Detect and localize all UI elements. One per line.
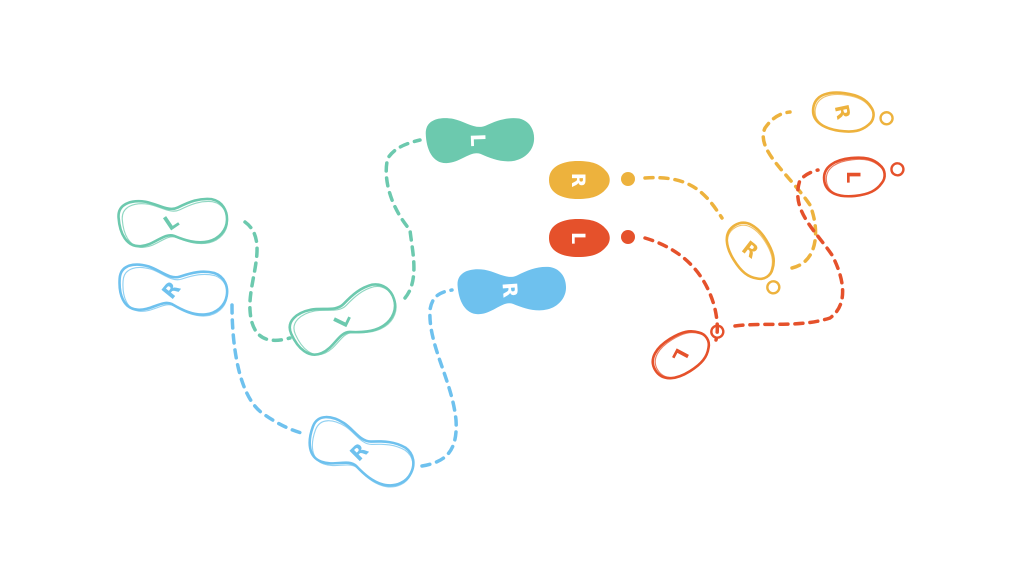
- yellow-step-path: [643, 110, 818, 270]
- blue-right-footprint-outline: R: [116, 262, 230, 319]
- green-left-footprint-outline: L: [283, 274, 404, 363]
- footprint-label: R: [737, 237, 762, 264]
- footprint-label: R: [497, 281, 522, 298]
- green-left-footprint-solid: L: [425, 114, 535, 165]
- green-left-footprint-outline: L: [116, 193, 230, 250]
- footprint-label: R: [567, 173, 589, 188]
- yellow-right-heelprint-outline: R: [809, 87, 894, 137]
- footprint-label: L: [159, 208, 183, 235]
- red-left-heelprint-outline: L: [820, 153, 905, 201]
- footprint-label: R: [830, 103, 855, 122]
- yellow-right-heelprint-outline: R: [717, 214, 785, 295]
- yellow-right-heelprint-solid: R: [549, 161, 635, 199]
- blue-step-path: [230, 288, 458, 468]
- blue-right-footprint-outline: R: [301, 411, 421, 495]
- footprint-label: R: [157, 276, 185, 303]
- green-step-path: [243, 138, 422, 343]
- red-left-heelprint-outline: L: [644, 320, 725, 388]
- blue-right-footprint-solid: R: [456, 263, 568, 317]
- footprint-label: L: [567, 232, 589, 244]
- footprint-label: L: [328, 309, 355, 331]
- footprint-label: L: [466, 133, 490, 147]
- footprint-label: L: [667, 344, 692, 365]
- red-step-path: [643, 168, 845, 342]
- footprint-label: L: [842, 171, 864, 183]
- red-left-heelprint-solid: L: [549, 219, 635, 257]
